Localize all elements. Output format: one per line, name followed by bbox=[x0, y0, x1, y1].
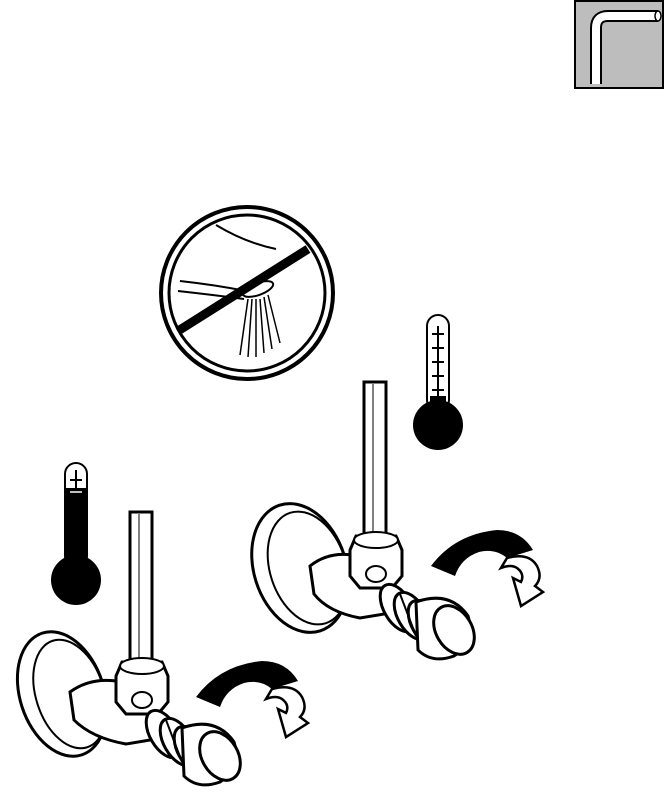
no-shower-icon bbox=[159, 205, 335, 381]
hex-key-icon bbox=[574, 0, 664, 89]
angle-valve-icon bbox=[250, 380, 476, 661]
angle-valve-right bbox=[240, 380, 490, 690]
hex-key-panel bbox=[574, 0, 664, 89]
angle-valve-icon bbox=[15, 510, 242, 787]
rotate-arrow-icon bbox=[196, 661, 311, 739]
thermometer-hot bbox=[46, 460, 110, 608]
rotate-arrow-icon bbox=[431, 530, 546, 608]
angle-valve-left bbox=[8, 510, 258, 810]
thermometer-hot-icon bbox=[51, 462, 101, 605]
rotate-arrow-right bbox=[425, 514, 565, 614]
thermometer-cold bbox=[406, 312, 470, 454]
rotate-arrow-left bbox=[190, 645, 330, 745]
thermometer-cold-icon bbox=[413, 314, 463, 450]
no-shower-sign bbox=[156, 203, 338, 383]
